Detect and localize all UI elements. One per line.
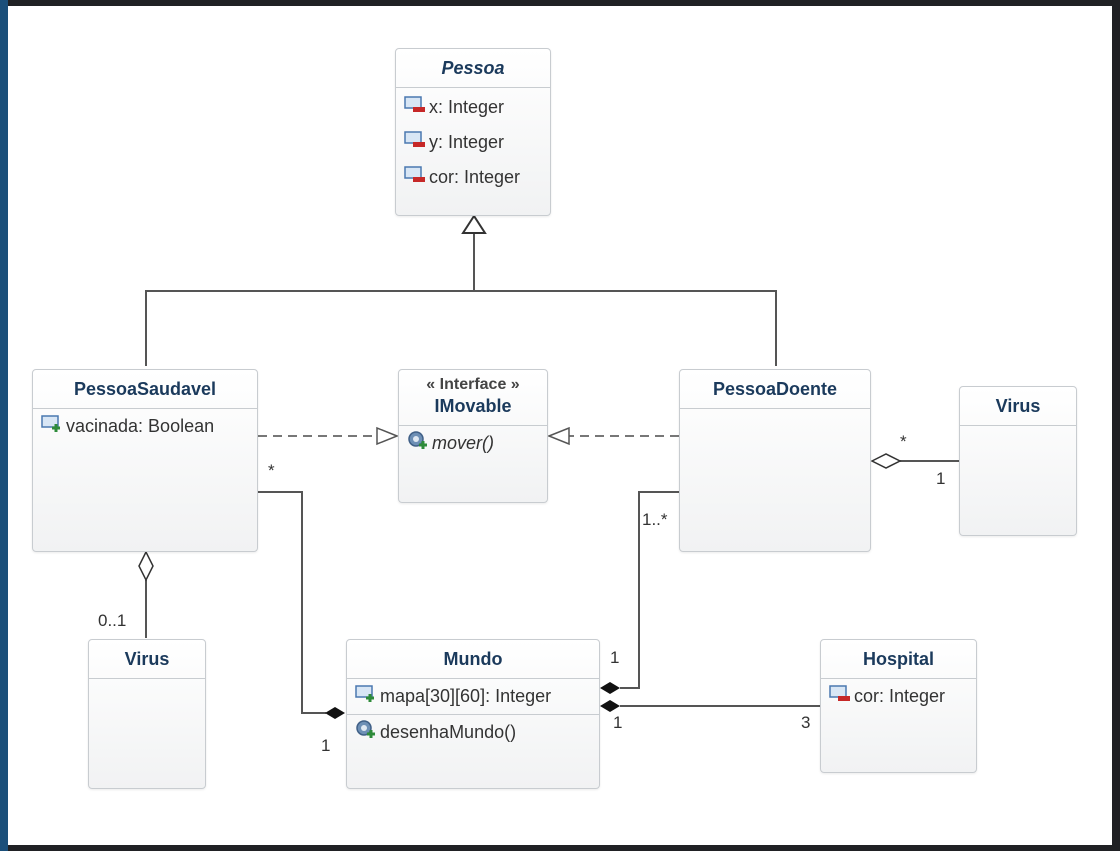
private-field-icon: [404, 91, 426, 126]
class-name: Mundo: [347, 640, 599, 679]
composition-diamond: [600, 700, 620, 712]
realization-arrowhead: [376, 426, 400, 446]
attribute-row: x: Integer: [396, 90, 550, 125]
window-edge-stripe: [0, 0, 8, 851]
multiplicity-label: 0..1: [98, 611, 127, 630]
attribute-row: vacinada: Boolean: [33, 409, 257, 444]
class-mundo[interactable]: Mundo mapa[30][60]: Integer desenhaMundo…: [346, 639, 600, 789]
multiplicity-label: *: [268, 461, 275, 480]
diagram-canvas: Pessoa x: Integer y: Integer cor: Intege…: [8, 6, 1112, 845]
interface-header: « Interface » IMovable: [399, 370, 547, 426]
aggregation-diamond: [138, 550, 154, 582]
class-pessoa-doente[interactable]: PessoaDoente: [679, 369, 871, 552]
operation-text: desenhaMundo(): [380, 722, 517, 742]
attribute-text: cor: Integer: [854, 686, 946, 706]
attribute-row: cor: Integer: [821, 679, 976, 714]
class-name: Pessoa: [396, 49, 550, 88]
multiplicity-label: 1: [610, 648, 620, 667]
stereotype-label: « Interface »: [426, 376, 520, 393]
attribute-row: y: Integer: [396, 125, 550, 160]
aggregation-diamond: [870, 453, 902, 469]
attribute-row: mapa[30][60]: Integer: [347, 679, 599, 714]
attribute-text: cor: Integer: [429, 167, 521, 187]
private-field-icon: [404, 126, 426, 161]
interface-name: IMovable: [434, 396, 512, 416]
interface-imovable[interactable]: « Interface » IMovable mover(): [398, 369, 548, 503]
operation-row: mover(): [399, 426, 547, 461]
class-hospital[interactable]: Hospital cor: Integer: [820, 639, 977, 773]
operation-row: desenhaMundo(): [347, 714, 599, 750]
attribute-text: y: Integer: [429, 132, 505, 152]
multiplicity-label: 3: [801, 713, 811, 732]
class-pessoa[interactable]: Pessoa x: Integer y: Integer cor: Intege…: [395, 48, 551, 216]
generalization-arrowhead: [461, 214, 487, 234]
private-field-icon: [404, 161, 426, 196]
public-field-icon: [355, 680, 377, 715]
class-name: Hospital: [821, 640, 976, 679]
class-pessoa-saudavel[interactable]: PessoaSaudavel vacinada: Boolean: [32, 369, 258, 552]
generalization-line: [145, 290, 777, 366]
attribute-text: vacinada: Boolean: [66, 416, 215, 436]
multiplicity-label: 1: [321, 736, 331, 755]
operation-text: mover(): [432, 433, 494, 453]
public-method-icon: [407, 427, 429, 462]
multiplicity-label: *: [900, 432, 907, 451]
multiplicity-label: 1..*: [642, 510, 668, 529]
class-virus-right[interactable]: Virus: [959, 386, 1077, 536]
composition-line: [258, 491, 326, 714]
class-name: PessoaDoente: [680, 370, 870, 409]
realization-arrowhead: [546, 426, 570, 446]
class-name: PessoaSaudavel: [33, 370, 257, 409]
public-method-icon: [355, 716, 377, 751]
class-name: Virus: [89, 640, 205, 679]
public-field-icon: [41, 410, 63, 445]
composition-diamond: [600, 682, 620, 694]
private-field-icon: [829, 680, 851, 715]
class-virus-left[interactable]: Virus: [88, 639, 206, 789]
relationship-lines: [138, 214, 959, 719]
multiplicity-label: 1: [936, 469, 946, 488]
attribute-text: x: Integer: [429, 97, 505, 117]
composition-line: [620, 491, 679, 689]
composition-diamond: [325, 707, 345, 719]
attribute-row: cor: Integer: [396, 160, 550, 195]
multiplicity-label: 1: [613, 713, 623, 732]
class-name: Virus: [960, 387, 1076, 426]
attribute-text: mapa[30][60]: Integer: [380, 686, 552, 706]
